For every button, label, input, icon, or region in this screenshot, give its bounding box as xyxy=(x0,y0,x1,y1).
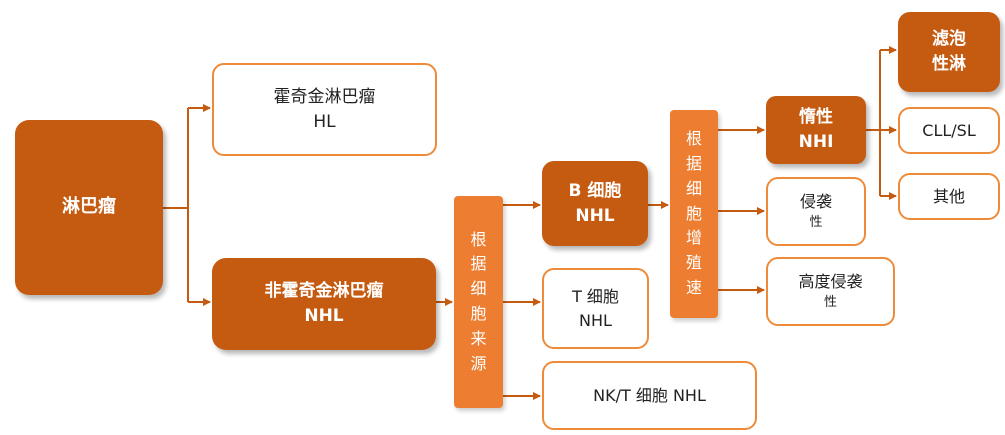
highly-aggressive-suffix: 性 xyxy=(823,294,837,310)
cll-sl-node: CLL/SL xyxy=(898,107,1000,154)
t-cell-abbr: NHL xyxy=(579,310,612,330)
follicular-suffix: 性淋 xyxy=(932,54,966,74)
by-origin-bar: 根 据 细 胞 来 源 xyxy=(454,196,503,408)
by-origin-char: 据 xyxy=(470,254,487,274)
nkt-cell-label: NK/T 细胞 NHL xyxy=(593,385,706,405)
hodgkin-label: 霍奇金淋巴瘤 xyxy=(273,86,376,107)
follicular-node: 滤泡 性淋 xyxy=(898,12,1000,92)
other-label: 其他 xyxy=(932,186,965,206)
by-proliferation-char: 细 xyxy=(685,178,702,198)
by-proliferation-char: 根 xyxy=(685,129,702,149)
by-proliferation-char: 殖 xyxy=(685,253,702,273)
t-cell-node: T 细胞 NHL xyxy=(542,268,649,349)
root-node: 淋巴瘤 xyxy=(15,120,163,295)
by-origin-char: 根 xyxy=(470,229,487,249)
by-origin-char: 胞 xyxy=(470,304,487,323)
hodgkin-abbr: HL xyxy=(313,111,336,132)
nkt-cell-node: NK/T 细胞 NHL xyxy=(542,361,757,430)
by-origin-char: 来 xyxy=(470,328,487,348)
aggressive-suffix: 性 xyxy=(809,214,823,230)
by-proliferation-bar: 根 据 细 胞 增 殖 速 xyxy=(670,110,718,318)
aggressive-node: 侵袭 性 xyxy=(766,177,866,246)
by-proliferation-char: 胞 xyxy=(685,203,702,223)
indolent-connector xyxy=(866,50,881,196)
aggressive-label: 侵袭 xyxy=(799,192,832,212)
indolent-abbr: NHI xyxy=(798,132,834,152)
b-cell-abbr: NHL xyxy=(575,205,615,226)
root-connector xyxy=(163,108,189,302)
b-cell-node: B 细胞 NHL xyxy=(542,161,648,246)
b-cell-label: B 细胞 xyxy=(568,180,622,201)
root-label: 淋巴瘤 xyxy=(62,196,116,218)
by-origin-char: 源 xyxy=(470,353,487,373)
indolent-node: 惰性 NHI xyxy=(766,96,866,164)
by-proliferation-char: 据 xyxy=(685,154,702,173)
highly-aggressive-label: 高度侵袭 xyxy=(798,272,863,292)
other-node: 其他 xyxy=(898,173,1000,220)
by-origin-char: 细 xyxy=(470,279,487,299)
by-proliferation-char: 速 xyxy=(685,277,702,297)
non-hodgkin-label: 非霍奇金淋巴瘤 xyxy=(264,281,384,302)
cll-sl-label: CLL/SL xyxy=(922,120,976,140)
follicular-label: 滤泡 xyxy=(932,29,966,50)
non-hodgkin-abbr: NHL xyxy=(304,306,344,326)
indolent-label: 惰性 xyxy=(799,107,833,128)
non-hodgkin-node: 非霍奇金淋巴瘤 NHL xyxy=(212,258,436,350)
highly-aggressive-node: 高度侵袭 性 xyxy=(766,257,895,326)
by-proliferation-char: 增 xyxy=(685,228,702,248)
t-cell-label: T 细胞 xyxy=(572,287,619,307)
hodgkin-node: 霍奇金淋巴瘤 HL xyxy=(212,63,437,156)
